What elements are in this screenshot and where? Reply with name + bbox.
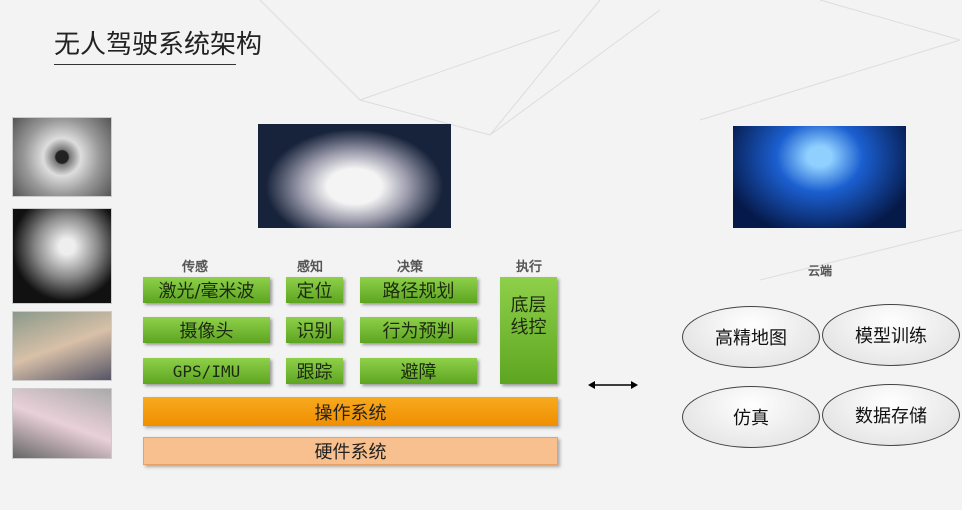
sense-item: GPS/IMU bbox=[143, 358, 270, 384]
os-layer: 操作系统 bbox=[143, 397, 558, 426]
cloud-item-model-training: 模型训练 bbox=[822, 304, 960, 366]
steering-hands-image bbox=[12, 311, 112, 381]
perceive-item: 定位 bbox=[286, 277, 343, 303]
execute-item: 底层线控 bbox=[500, 277, 557, 384]
hardware-layer: 硬件系统 bbox=[143, 437, 558, 465]
autonomous-car-image bbox=[258, 124, 451, 228]
brain-image bbox=[12, 208, 112, 304]
sense-item: 激光/毫米波 bbox=[143, 277, 270, 303]
cloud-item-simulation: 仿真 bbox=[682, 386, 820, 448]
bidirectional-arrow-icon bbox=[588, 381, 638, 389]
cloud-item-data-storage: 数据存储 bbox=[822, 384, 960, 446]
decide-item: 路径规划 bbox=[360, 277, 477, 303]
cloud-item-hd-map: 高精地图 bbox=[682, 306, 820, 368]
perceive-item: 跟踪 bbox=[286, 358, 343, 384]
title-underline bbox=[54, 64, 236, 65]
column-header-perceive: 感知 bbox=[296, 260, 323, 275]
eye-image bbox=[12, 117, 112, 197]
column-header-sense: 传感 bbox=[181, 260, 208, 275]
column-header-execute: 执行 bbox=[515, 260, 542, 275]
pedal-foot-image bbox=[12, 388, 112, 459]
decide-item: 避障 bbox=[360, 358, 477, 384]
sense-item: 摄像头 bbox=[143, 317, 270, 343]
column-header-decide: 决策 bbox=[396, 260, 423, 275]
perceive-item: 识别 bbox=[286, 317, 343, 343]
cloud-computing-image bbox=[733, 126, 906, 228]
decide-item: 行为预判 bbox=[360, 317, 477, 343]
cloud-label: 云端 bbox=[807, 264, 832, 278]
page-title: 无人驾驶系统架构 bbox=[54, 30, 263, 60]
